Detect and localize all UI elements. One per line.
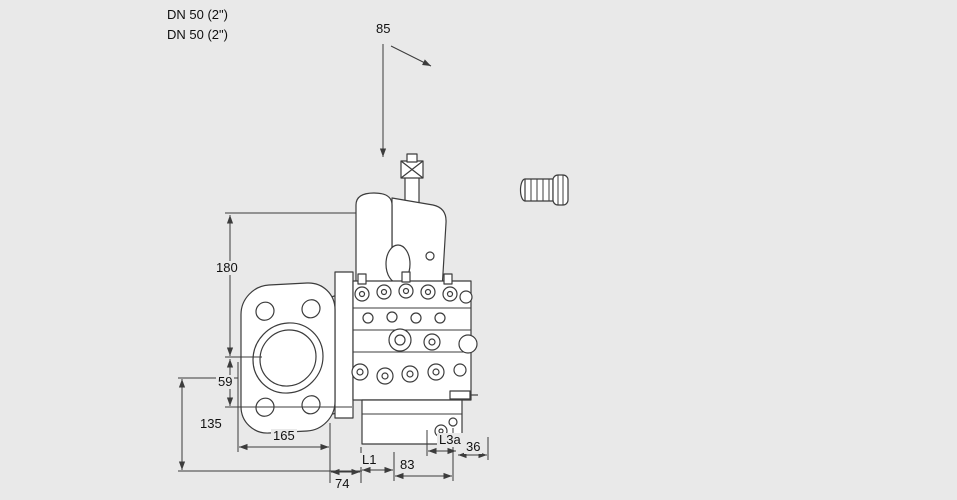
flange-bolt-hole bbox=[301, 299, 321, 319]
actuator-cap-top bbox=[406, 153, 418, 163]
flange-bolt-hole bbox=[301, 395, 321, 415]
dim-165-label: 165 bbox=[271, 428, 297, 443]
adapter-plate bbox=[334, 271, 354, 419]
dn-size-label-1: DN 50 (2") bbox=[165, 7, 230, 22]
bolt-center bbox=[424, 288, 432, 296]
bolt-center bbox=[358, 290, 366, 298]
dim-85-label: 85 bbox=[374, 21, 393, 36]
stud bbox=[401, 271, 411, 283]
bolt-center bbox=[381, 372, 389, 380]
bolt bbox=[459, 290, 473, 304]
part-end-ribs bbox=[557, 175, 564, 205]
seat-circle-inner bbox=[394, 334, 406, 346]
dim-36-label: 36 bbox=[464, 439, 483, 454]
side-port bbox=[458, 334, 478, 354]
bolt bbox=[386, 311, 398, 323]
dim-74-label: 74 bbox=[333, 476, 352, 491]
body-bands bbox=[353, 307, 471, 353]
part-ribs bbox=[530, 179, 550, 201]
lower-screw-small bbox=[448, 417, 458, 427]
dim-135-label: 135 bbox=[198, 416, 224, 431]
flange-bore-inner bbox=[259, 329, 317, 387]
bolt-center bbox=[356, 368, 364, 376]
dn-size-label-2: DN 50 (2") bbox=[165, 27, 230, 42]
dim-L3a-label: L3a bbox=[437, 432, 463, 447]
bolt bbox=[410, 312, 422, 324]
flange-bolt-hole bbox=[255, 301, 275, 321]
dim-180-label: 180 bbox=[214, 260, 240, 275]
dim-83-label: 83 bbox=[398, 457, 417, 472]
actuator bbox=[355, 153, 447, 291]
dim-85-leader-diagonal bbox=[390, 45, 432, 67]
part-end-right bbox=[552, 174, 569, 206]
bolt bbox=[453, 363, 467, 377]
actuator-stem bbox=[404, 175, 420, 205]
bolt-center bbox=[406, 370, 414, 378]
bolt-center bbox=[402, 287, 410, 295]
stud bbox=[443, 273, 453, 285]
valve-body bbox=[334, 271, 478, 419]
dim-L1-label: L1 bbox=[360, 452, 379, 467]
bolt bbox=[434, 312, 446, 324]
test-nipple bbox=[449, 390, 471, 400]
spare-cylinder-part bbox=[519, 174, 569, 206]
bolt bbox=[362, 312, 374, 324]
valve-assembly bbox=[240, 153, 569, 445]
actuator-cap-cross bbox=[400, 160, 424, 179]
bolt-center bbox=[432, 368, 440, 376]
bolt-center bbox=[380, 288, 388, 296]
coil-cylinder bbox=[355, 192, 393, 291]
dim-59-label: 59 bbox=[216, 374, 235, 389]
stud bbox=[357, 273, 367, 285]
seat-circle-inner bbox=[428, 338, 436, 346]
housing-screw bbox=[425, 251, 435, 261]
flange bbox=[240, 282, 336, 434]
bolt-center bbox=[446, 290, 454, 298]
